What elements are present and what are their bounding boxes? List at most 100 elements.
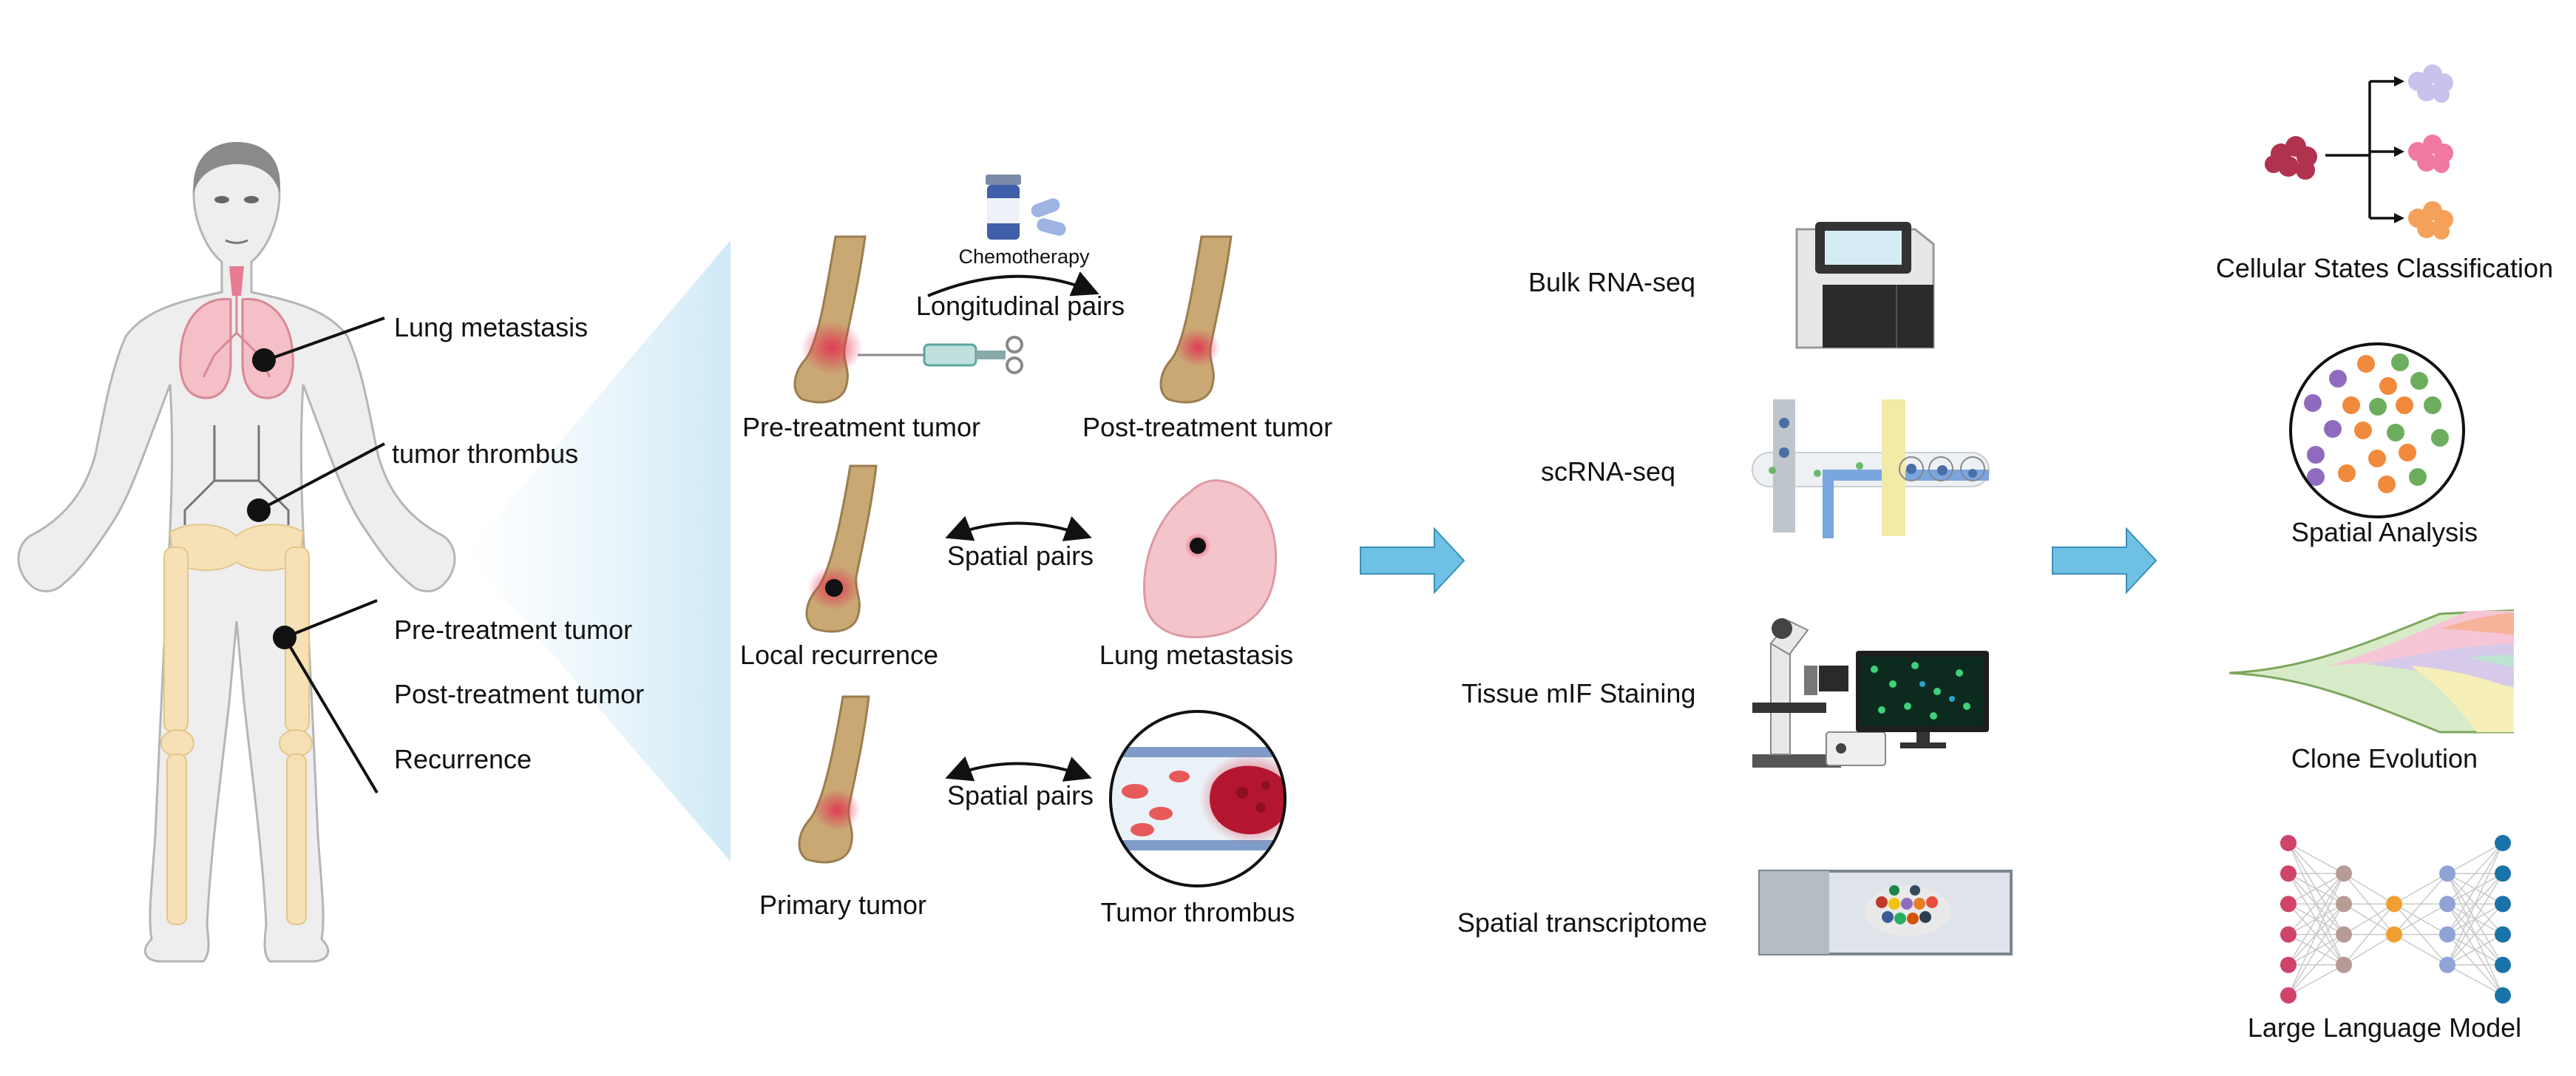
blood-vessel-icon bbox=[1109, 710, 1287, 887]
label-bulk-rna-seq: Bulk RNA-seq bbox=[1528, 267, 1696, 297]
nn-edge bbox=[2393, 873, 2448, 935]
nn-node bbox=[2495, 835, 2511, 851]
nn-node bbox=[2336, 896, 2352, 913]
microscope-icon bbox=[1752, 618, 1886, 768]
bone-icon-post-treatment bbox=[1159, 235, 1233, 404]
label-primary-tumor: Primary tumor bbox=[759, 890, 927, 920]
label-local-recurrence: Local recurrence bbox=[739, 640, 939, 670]
label-chemotherapy: Chemotherapy bbox=[958, 246, 1090, 268]
nn-node bbox=[2495, 865, 2511, 882]
nn-edge bbox=[2343, 903, 2395, 935]
nn-node bbox=[2336, 926, 2352, 943]
bone-icon-primary-tumor bbox=[798, 695, 870, 864]
label-cellular-states-classification: Cellular States Classification bbox=[2215, 253, 2554, 283]
nn-edge bbox=[2288, 873, 2345, 996]
nn-edge bbox=[2447, 842, 2504, 966]
spatial-arrow-2 bbox=[945, 756, 1092, 782]
nn-edge bbox=[2288, 873, 2345, 905]
nn-edge bbox=[2288, 934, 2345, 996]
neural-network-icon bbox=[2280, 835, 2511, 1004]
syringe-icon bbox=[858, 336, 1023, 374]
slide-icon bbox=[1758, 870, 2013, 955]
label-spatial-transcriptome: Spatial transcriptome bbox=[1457, 907, 1708, 938]
tumor-thrombus-marker bbox=[247, 498, 271, 522]
nn-node bbox=[2495, 926, 2511, 943]
nn-node bbox=[2280, 835, 2297, 851]
bone-icon-local-recurrence bbox=[805, 464, 878, 633]
label-clone-evolution: Clone Evolution bbox=[2291, 743, 2478, 774]
label-lung-metastasis-sample: Lung metastasis bbox=[1099, 640, 1294, 670]
nn-edge bbox=[2288, 904, 2345, 996]
sequencer-icon bbox=[1795, 222, 1935, 349]
label-pre-treatment-tumor: Pre-treatment tumor bbox=[394, 615, 633, 645]
body-pointers bbox=[258, 317, 385, 794]
label-scrna-seq: scRNA-seq bbox=[1540, 456, 1676, 487]
nn-edge bbox=[2288, 873, 2345, 966]
spatial-arrow-1 bbox=[945, 515, 1092, 541]
nn-node bbox=[2495, 896, 2511, 913]
bone-icon-pre-treatment bbox=[793, 235, 867, 404]
fish-plot-icon bbox=[2228, 609, 2514, 734]
nn-node bbox=[2280, 896, 2297, 913]
label-large-language-model: Large Language Model bbox=[2247, 1012, 2522, 1043]
longitudinal-arrow bbox=[927, 271, 1099, 297]
nn-edge bbox=[2447, 842, 2504, 904]
nn-edge bbox=[2447, 964, 2504, 996]
nn-node bbox=[2280, 956, 2297, 973]
nn-edge bbox=[2447, 873, 2504, 966]
nn-node bbox=[2280, 987, 2297, 1004]
label-pre-treatment-tumor-sample: Pre-treatment tumor bbox=[742, 412, 981, 442]
label-spatial-pairs-2: Spatial pairs bbox=[946, 780, 1094, 811]
nn-edge bbox=[2343, 903, 2395, 966]
lung-metastasis-marker bbox=[252, 348, 276, 372]
bone-tumor-marker bbox=[273, 626, 296, 649]
nn-edge bbox=[2343, 873, 2395, 905]
nn-edge bbox=[2288, 964, 2345, 996]
label-post-treatment-tumor: Post-treatment tumor bbox=[394, 679, 645, 709]
nn-edge bbox=[2447, 842, 2504, 935]
nn-node bbox=[2439, 956, 2455, 973]
nn-edge bbox=[2393, 903, 2448, 935]
nn-edge bbox=[2393, 873, 2448, 905]
nn-node bbox=[2439, 865, 2455, 882]
cell-cluster-icon bbox=[2265, 64, 2453, 240]
nn-node bbox=[2280, 865, 2297, 882]
human-body-icon bbox=[17, 142, 456, 963]
nn-node bbox=[2386, 926, 2402, 943]
nn-node bbox=[2495, 956, 2511, 973]
nn-edge bbox=[2447, 933, 2504, 966]
label-recurrence: Recurrence bbox=[394, 744, 532, 774]
nn-node bbox=[2386, 896, 2402, 913]
monitor-icon bbox=[1856, 651, 1989, 748]
label-spatial-analysis: Spatial Analysis bbox=[2291, 517, 2478, 547]
label-spatial-pairs-1: Spatial pairs bbox=[946, 541, 1094, 571]
pill-icon bbox=[1031, 198, 1066, 236]
flow-arrow-icon-2 bbox=[2052, 527, 2158, 595]
nn-edge bbox=[2447, 842, 2504, 874]
nn-edge bbox=[2393, 933, 2448, 966]
nn-node bbox=[2439, 926, 2455, 943]
nn-node bbox=[2280, 926, 2297, 943]
skeleton-lower-icon bbox=[160, 524, 313, 925]
lung-icon bbox=[179, 296, 294, 399]
nn-edge bbox=[2343, 933, 2395, 966]
label-tissue-mif-staining: Tissue mIF Staining bbox=[1461, 678, 1696, 708]
scatter-circle-icon bbox=[2289, 342, 2465, 518]
lung-metastasis-icon bbox=[1143, 479, 1278, 639]
flow-arrow-icon bbox=[1360, 527, 1465, 595]
label-longitudinal-pairs: Longitudinal pairs bbox=[915, 291, 1125, 321]
microfluidic-chip-icon bbox=[1752, 399, 1990, 538]
nn-node bbox=[2495, 987, 2511, 1004]
nn-edge bbox=[2447, 903, 2504, 966]
nn-node bbox=[2336, 865, 2352, 882]
medicine-bottle-icon bbox=[986, 175, 1021, 240]
label-tumor-thrombus-sample: Tumor thrombus bbox=[1100, 897, 1295, 927]
nn-node bbox=[2439, 896, 2455, 913]
nn-node bbox=[2336, 956, 2352, 973]
label-tumor-thrombus: tumor thrombus bbox=[392, 439, 579, 469]
nn-edge bbox=[2288, 873, 2345, 935]
nn-edge bbox=[2288, 842, 2345, 874]
label-post-treatment-tumor-sample: Post-treatment tumor bbox=[1082, 412, 1333, 442]
